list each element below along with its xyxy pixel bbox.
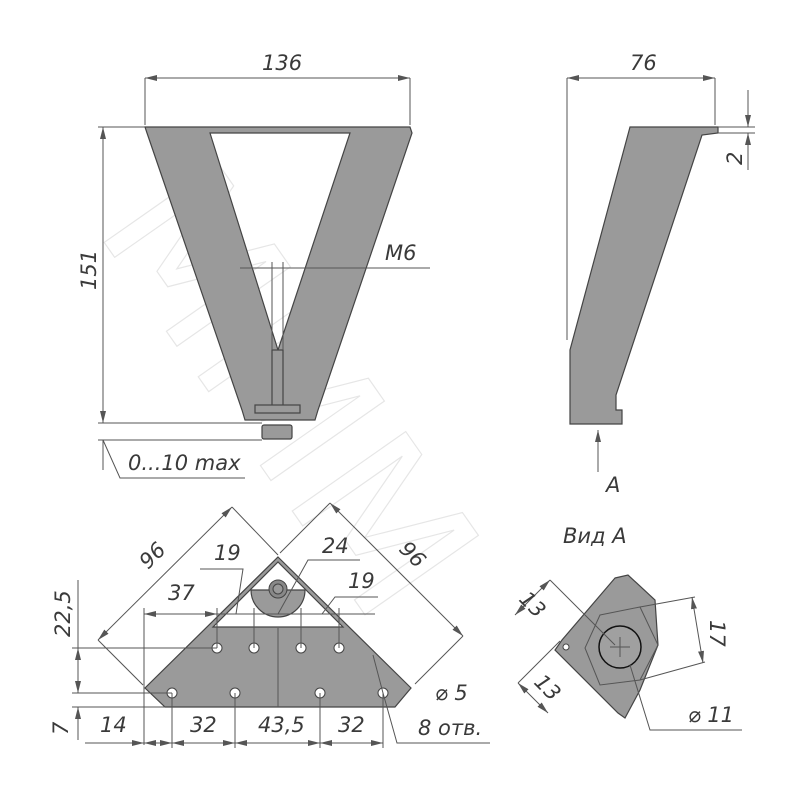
dim-14: 14 xyxy=(100,713,127,737)
leg-front-body xyxy=(144,126,413,421)
front-view: 136 151 M6 0...10 max xyxy=(77,51,430,479)
dim-43-5: 43,5 xyxy=(258,713,305,737)
dim-17: 17 xyxy=(705,620,729,647)
adjustable-foot xyxy=(261,424,293,440)
detail-view-a: Вид А 13 13 17 ⌀ 11 xyxy=(514,524,742,731)
side-view: 76 2 A xyxy=(566,51,755,497)
dim-24: 24 xyxy=(322,534,349,558)
nut xyxy=(254,404,301,414)
leg-side-body xyxy=(569,126,719,425)
dim-13-top: 13 xyxy=(514,587,550,623)
dim-22-5: 22,5 xyxy=(51,590,75,637)
thread-label: M6 xyxy=(385,241,416,265)
dim-side-left: 96 xyxy=(135,538,171,574)
dim-depth: 76 xyxy=(630,51,657,75)
dim-19-left: 19 xyxy=(214,541,241,565)
detail-title: Вид А xyxy=(563,524,627,548)
bolt-boss xyxy=(250,589,306,618)
adjust-range: 0...10 max xyxy=(128,451,241,475)
dim-19-right: 19 xyxy=(348,569,375,593)
view-arrow-label: A xyxy=(604,473,620,497)
bolt xyxy=(271,349,284,409)
dim-7: 7 xyxy=(49,721,73,735)
hole-diameter: ⌀ 5 xyxy=(435,681,468,705)
dim-37: 37 xyxy=(168,581,195,605)
detail-diameter: ⌀ 11 xyxy=(688,703,734,727)
dim-width: 136 xyxy=(262,51,302,75)
hole-count: 8 отв. xyxy=(418,716,482,740)
dim-height: 151 xyxy=(77,250,101,290)
dim-flange: 2 xyxy=(723,152,747,165)
plan-view: 96 96 37 19 24 19 22,5 7 14 32 43,5 32 xyxy=(49,502,490,748)
dim-32-left: 32 xyxy=(190,713,217,737)
dim-32-right: 32 xyxy=(338,713,365,737)
